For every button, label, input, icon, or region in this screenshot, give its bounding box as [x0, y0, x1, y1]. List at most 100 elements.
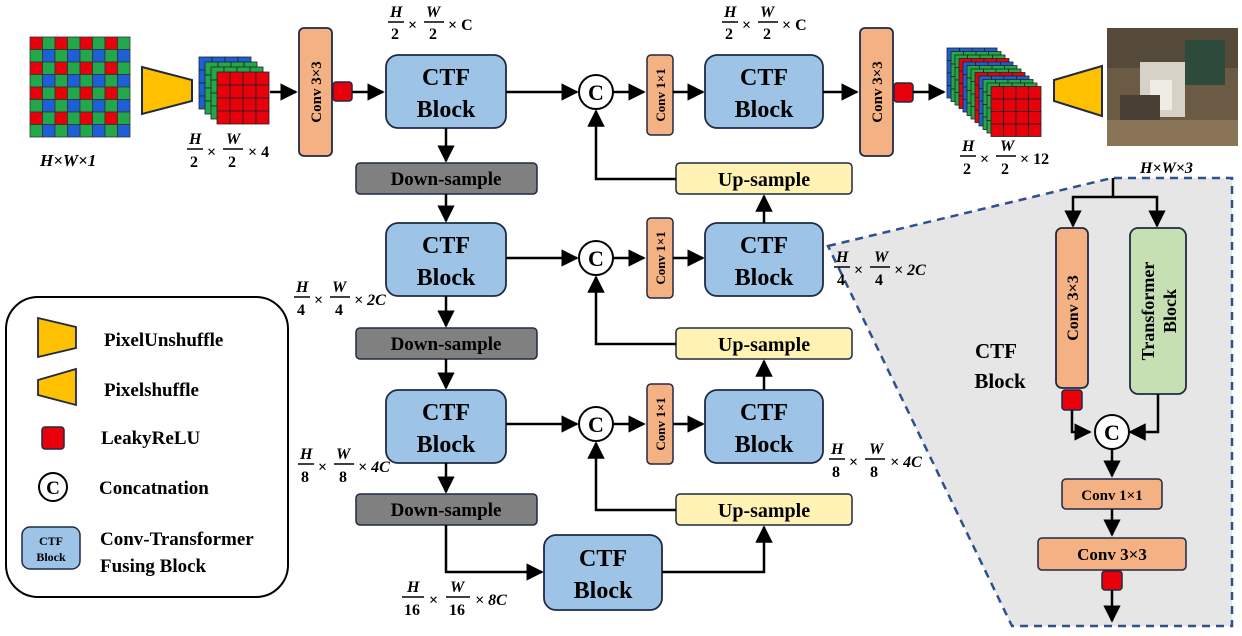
svg-text:Block: Block — [1160, 289, 1180, 333]
bayer-pixel — [67, 99, 81, 113]
output-dims-label: H×W×3 — [1139, 160, 1193, 177]
legend-concat-icon — [38, 472, 68, 502]
conv1x1-block-2: Conv 1×1 — [646, 217, 674, 299]
svg-text:× 12: × 12 — [1020, 151, 1049, 168]
bayer-pixel — [42, 74, 56, 88]
bayer-pixel — [67, 49, 81, 63]
svg-text:2: 2 — [763, 26, 771, 43]
svg-text:W: W — [874, 249, 890, 266]
svg-text:H: H — [299, 446, 313, 463]
bayer-pixel — [104, 99, 118, 113]
ctf-detail-conv1x1: Conv 1×1 — [1061, 478, 1163, 510]
bayer-pixel — [42, 86, 56, 100]
bayer-pixel — [117, 61, 131, 75]
svg-text:×: × — [408, 17, 417, 34]
svg-text:2: 2 — [725, 26, 733, 43]
legend-ctf-icon-line1: CTF — [39, 534, 63, 548]
bayer-pixel — [54, 124, 68, 138]
svg-text:CTF: CTF — [740, 65, 788, 91]
svg-text:Up-sample: Up-sample — [718, 334, 810, 356]
svg-text:Block: Block — [735, 265, 794, 291]
tensor-pixel — [216, 110, 231, 125]
concat-node-2: C — [578, 240, 614, 276]
svg-text:2: 2 — [429, 26, 437, 43]
bayer-pixel — [117, 124, 131, 138]
bottleneck-dims-label: H 16 × W 16 × 8C — [402, 579, 507, 619]
conv1x1-block-3: Conv 1×1 — [646, 383, 674, 465]
svg-text:× 4C: × 4C — [890, 454, 922, 471]
tensor-pixel — [216, 97, 231, 112]
tensor-pixel — [1015, 98, 1029, 112]
bayer-pixel — [67, 36, 81, 50]
ctf-block-decoder-1: CTF Block — [704, 54, 824, 129]
bayer-pixel — [104, 74, 118, 88]
bayer-pixel — [104, 124, 118, 138]
svg-text:H: H — [188, 131, 202, 148]
tensor-pixel — [229, 97, 244, 112]
level3-right-dims-label: H 8 × W 8 × 4C — [829, 441, 922, 481]
bayer-pixel — [92, 86, 106, 100]
bayer-pixel — [29, 124, 43, 138]
svg-text:CTF: CTF — [422, 233, 470, 259]
unshuffled-dims-label: H 2 × W 2 × 4 — [187, 131, 269, 171]
ctf-block-encoder-1: CTF Block — [385, 54, 507, 129]
ctf-detail-leakyrelu — [1061, 389, 1083, 411]
concat-node-1: C — [578, 74, 614, 110]
svg-text:W: W — [1000, 138, 1016, 155]
svg-text:×: × — [854, 262, 863, 279]
shuffled-tensor — [946, 47, 1042, 137]
tensor-pixel — [1015, 86, 1029, 100]
svg-text:×: × — [980, 151, 989, 168]
bayer-pixel — [42, 111, 56, 125]
tensor-pixel — [990, 111, 1004, 125]
svg-text:Block: Block — [417, 265, 476, 291]
bayer-pixel — [92, 49, 106, 63]
svg-text:Down-sample: Down-sample — [391, 334, 502, 355]
bayer-pixel — [92, 74, 106, 88]
bayer-pixel — [54, 36, 68, 50]
ctf-detail-subtitle: Block — [974, 369, 1026, 393]
svg-text:×: × — [318, 459, 327, 476]
bayer-pixel — [92, 36, 106, 50]
tensor-pixel — [242, 97, 257, 112]
svg-text:H: H — [723, 4, 737, 21]
bayer-pixel — [79, 49, 93, 63]
svg-text:Block: Block — [574, 578, 633, 604]
svg-text:H: H — [406, 579, 420, 596]
legend-pixelshuffle-label: Pixelshuffle — [104, 380, 199, 401]
conv1x1-block-1: Conv 1×1 — [646, 54, 674, 136]
level2-dims-label: H 4 × W 4 × 2C — [294, 279, 386, 319]
tensor-pixel — [1003, 111, 1017, 125]
svg-text:Conv 1×1: Conv 1×1 — [653, 68, 668, 121]
svg-text:2: 2 — [963, 161, 971, 178]
bayer-input-image — [29, 36, 131, 138]
svg-text:× 4C: × 4C — [358, 459, 390, 476]
tensor-pixel — [255, 97, 270, 112]
ctf-block-decoder-2: CTF Block — [704, 222, 824, 297]
svg-text:H: H — [835, 249, 849, 266]
bayer-pixel — [29, 74, 43, 88]
tensor-pixel — [1028, 98, 1042, 112]
bayer-pixel — [67, 111, 81, 125]
ctf-detail-leakyrelu-final — [1101, 570, 1123, 591]
svg-text:16: 16 — [449, 602, 465, 619]
bayer-pixel — [79, 111, 93, 125]
tensor-pixel — [1003, 86, 1017, 100]
bayer-pixel — [42, 124, 56, 138]
tensor-pixel — [990, 98, 1004, 112]
svg-text:× 2C: × 2C — [894, 262, 926, 279]
svg-text:8: 8 — [301, 469, 309, 486]
bayer-pixel — [67, 124, 81, 138]
ctf-detail-transformer-block: Transformer Block — [1129, 227, 1187, 395]
svg-text:W: W — [450, 579, 466, 596]
svg-text:W: W — [760, 4, 776, 21]
bayer-pixel — [42, 61, 56, 75]
bayer-pixel — [29, 49, 43, 63]
legend-ctf-desc-line1: Conv-Transformer — [100, 529, 254, 550]
bayer-pixel — [54, 99, 68, 113]
ctf-block-bottleneck: CTF Block — [543, 534, 663, 611]
svg-text:W: W — [869, 441, 885, 458]
tensor-pixel — [1028, 86, 1042, 100]
conv3x3-input-block: Conv 3×3 — [298, 27, 333, 157]
legend-ctf-desc-line2: Fusing Block — [100, 556, 207, 577]
